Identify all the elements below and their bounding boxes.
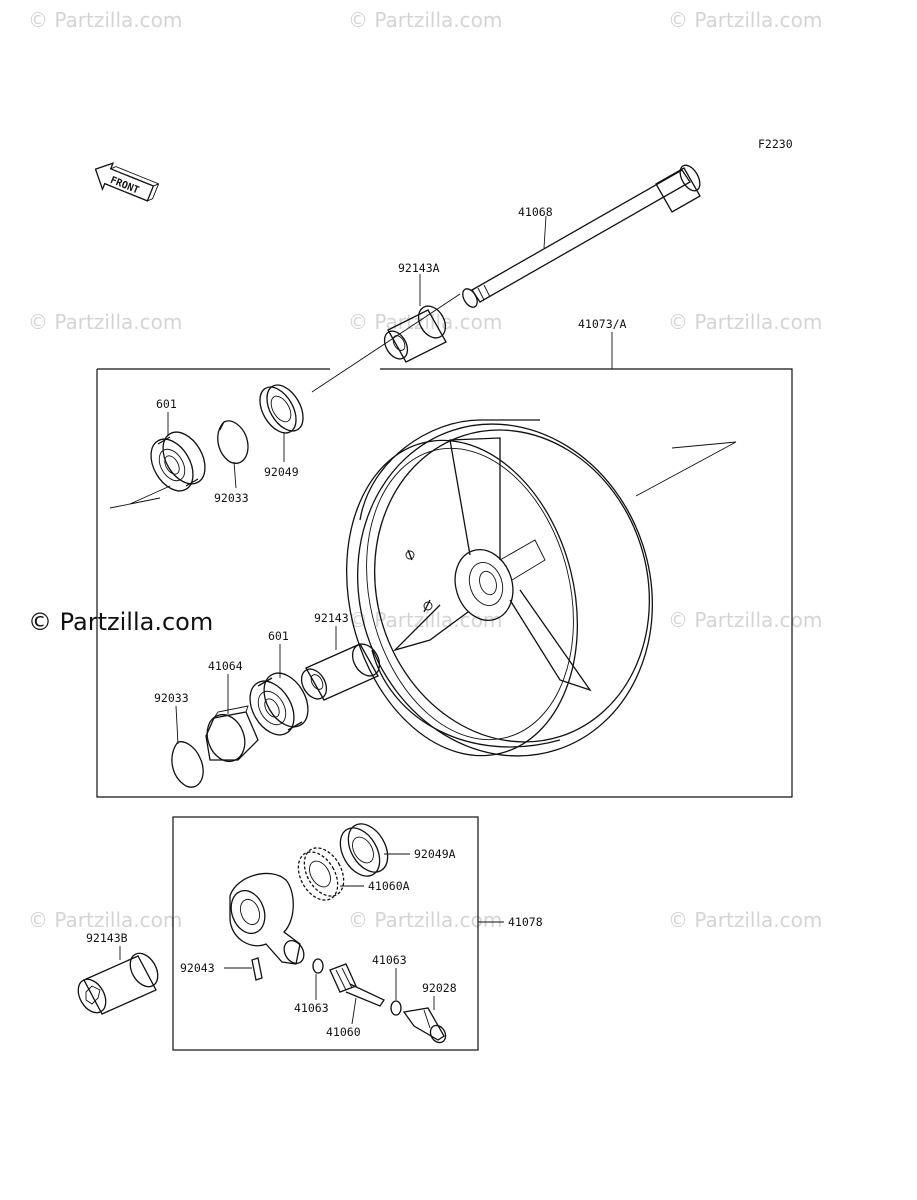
watermark: © Partzilla.com	[348, 908, 503, 932]
leader-92033-upper	[233, 461, 237, 489]
watermark: © Partzilla.com	[28, 608, 214, 636]
label-41060: 41060	[326, 1025, 361, 1039]
collar-middle	[300, 643, 381, 701]
wheel-assembly-box	[96, 368, 793, 798]
gear-housing	[229, 872, 305, 965]
label-92143b: 92143B	[86, 931, 128, 945]
watermark: © Partzilla.com	[348, 8, 503, 32]
label-41073: 41073/A	[578, 317, 627, 331]
gear-cover	[205, 705, 259, 763]
watermark: © Partzilla.com	[348, 310, 503, 334]
gear-housing-box	[172, 816, 479, 1051]
pinion	[329, 963, 385, 1007]
watermark: © Partzilla.com	[668, 608, 823, 632]
label-41068: 41068	[518, 205, 553, 219]
label-41063-right: 41063	[372, 953, 407, 967]
bearing-upper	[150, 431, 206, 492]
bushing	[402, 1007, 447, 1044]
circlip-upper	[217, 420, 249, 464]
watermark: © Partzilla.com	[668, 8, 823, 32]
label-41064: 41064	[208, 659, 243, 673]
axis-line	[109, 485, 171, 509]
label-92043: 92043	[180, 961, 215, 975]
seal-upper	[259, 384, 304, 434]
watermark: © Partzilla.com	[28, 8, 183, 32]
front-arrow-icon: FRONT	[94, 162, 160, 202]
label-601-upper: 601	[156, 397, 177, 411]
leader-92033-lower	[175, 705, 179, 745]
label-92049a: 92049A	[414, 847, 456, 861]
diagram-code: F2230	[758, 137, 793, 151]
label-92033-upper: 92033	[214, 491, 249, 505]
gear	[297, 847, 345, 901]
washer-right	[390, 1000, 402, 1016]
leader-41060	[351, 997, 357, 1025]
watermark: © Partzilla.com	[668, 908, 823, 932]
label-92033-lower: 92033	[154, 691, 189, 705]
bearing-lower	[249, 672, 309, 736]
leader-41068	[543, 215, 547, 249]
label-92143a: 92143A	[398, 261, 440, 275]
axle	[311, 164, 701, 393]
label-41078: 41078	[508, 915, 543, 929]
label-41060a: 41060A	[368, 879, 410, 893]
watermark: © Partzilla.com	[668, 310, 823, 334]
washer-left	[312, 958, 324, 974]
seal-gear	[339, 823, 389, 877]
label-41063-left: 41063	[294, 1001, 329, 1015]
label-92049: 92049	[264, 465, 299, 479]
pin	[251, 957, 263, 981]
front-label: FRONT	[108, 175, 140, 196]
axis-line	[635, 441, 737, 497]
wheel	[345, 419, 654, 757]
watermark: © Partzilla.com	[28, 908, 183, 932]
watermark: © Partzilla.com	[28, 310, 183, 334]
label-92028: 92028	[422, 981, 457, 995]
circlip-lower	[171, 741, 204, 788]
collar-a	[383, 305, 447, 363]
circlip-gap	[219, 421, 225, 431]
label-601-lower: 601	[268, 629, 289, 643]
collar-b	[77, 952, 159, 1015]
label-92143: 92143	[314, 611, 349, 625]
